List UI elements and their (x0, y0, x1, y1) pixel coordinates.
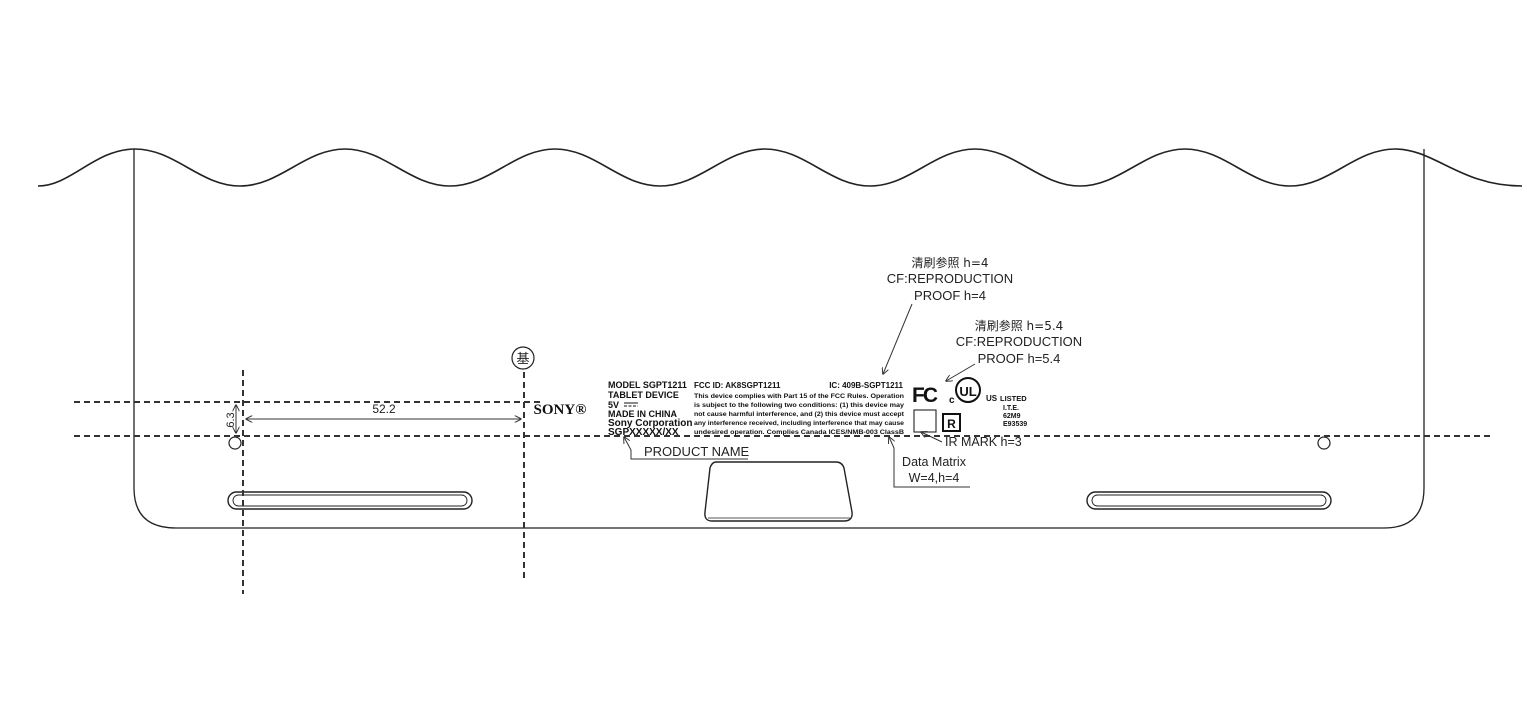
right-speaker-slot-inner (1091, 494, 1327, 507)
left-hole (228, 436, 242, 450)
ir-mark-box (942, 413, 961, 432)
ul-us-letters: US (986, 394, 998, 403)
ir-mark-leader (921, 432, 943, 443)
ul-line-2: 62M9 (1003, 413, 1021, 420)
callout-reproduction-h54: 清刷参照 h=5.4 CF:REPRODUCTION PROOF h=5.4 (946, 318, 1082, 381)
ic-number: IC: 409B-SGPT1211 (829, 381, 903, 390)
product-name-label: PRODUCT NAME (644, 444, 750, 459)
ul-logo-letters: UL (959, 384, 976, 399)
callout-1-line-3: PROOF h=4 (914, 288, 986, 303)
ul-logo-icon (955, 377, 981, 403)
model-label-block: MODEL SGPT1211 TABLET DEVICE 5V MADE IN … (608, 380, 692, 438)
ul-mark: c UL US LISTED I.T.E. 62M9 E93539 (949, 377, 1027, 428)
callout-2-line-2: CF:REPRODUCTION (956, 334, 1082, 349)
fcc-line-3: not cause harmful interference, and (2) … (694, 411, 905, 418)
right-speaker-slot (1086, 491, 1332, 510)
ul-c-letter: c (949, 395, 955, 406)
callout-1-line-1: 清刷参照 h=4 (911, 255, 988, 270)
fcc-label-block: FCC ID: AK8SGPT1211 IC: 409B-SGPT1211 Th… (694, 381, 905, 436)
sony-logo: SONY® (534, 402, 587, 418)
dimension-vertical-value: 6.3 (225, 412, 237, 427)
callout-2-line-3: PROOF h=5.4 (978, 351, 1061, 366)
label-line-origin: MADE IN CHINA (608, 409, 677, 419)
callout-2-leader (946, 363, 976, 381)
fcc-mark: FC (912, 384, 938, 407)
label-line-type: TABLET DEVICE (608, 390, 679, 400)
callout-product-name: PRODUCT NAME (624, 437, 750, 460)
fcc-line-4: any interference received, including int… (694, 420, 905, 427)
dock-pad (704, 461, 853, 522)
data-matrix-box (913, 409, 937, 433)
data-matrix-label-1: Data Matrix (902, 455, 967, 469)
ul-listed: LISTED (1000, 394, 1027, 403)
callout-reproduction-h4: 清刷参照 h=4 CF:REPRODUCTION PROOF h=4 (883, 255, 1013, 374)
product-name-leader (624, 437, 748, 460)
datum-symbol: 基 (516, 352, 529, 367)
fcc-line-2: is subject to the following two conditio… (694, 402, 905, 409)
callout-1-line-2: CF:REPRODUCTION (887, 271, 1013, 286)
left-speaker-slot (227, 491, 473, 510)
ul-line-3: E93539 (1003, 421, 1027, 428)
fcc-line-1: This device complies with Part 15 of the… (694, 393, 904, 400)
label-line-voltage: 5V (608, 400, 619, 410)
fcc-id: FCC ID: AK8SGPT1211 (694, 381, 781, 390)
left-speaker-slot-inner (232, 494, 468, 507)
label-line-product-code: SGPXXXXX/XX (608, 427, 679, 438)
fcc-line-5: undesired operation. Complies Canada ICE… (694, 429, 905, 436)
right-hole (1317, 436, 1331, 450)
ir-mark-symbol: R (947, 417, 956, 431)
dimension-horizontal-value: 52.2 (372, 402, 396, 416)
callout-2-line-1: 清刷参照 h=5.4 (975, 318, 1064, 333)
break-wave-line (37, 148, 1523, 187)
callout-ir-mark: IR MARK h=3 (921, 432, 1022, 449)
callout-1-leader (883, 303, 913, 374)
device-outline (133, 149, 1425, 529)
datum-symbol-circle (511, 346, 535, 370)
callout-data-matrix: Data Matrix W=4,h=4 (889, 437, 970, 488)
data-matrix-label-2: W=4,h=4 (909, 471, 960, 485)
label-line-model: MODEL SGPT1211 (608, 380, 687, 390)
data-matrix-leader (889, 437, 970, 488)
ir-mark-label: IR MARK h=3 (945, 435, 1022, 449)
ul-line-1: I.T.E. (1003, 405, 1019, 412)
label-line-company: Sony Corporation (608, 418, 692, 429)
